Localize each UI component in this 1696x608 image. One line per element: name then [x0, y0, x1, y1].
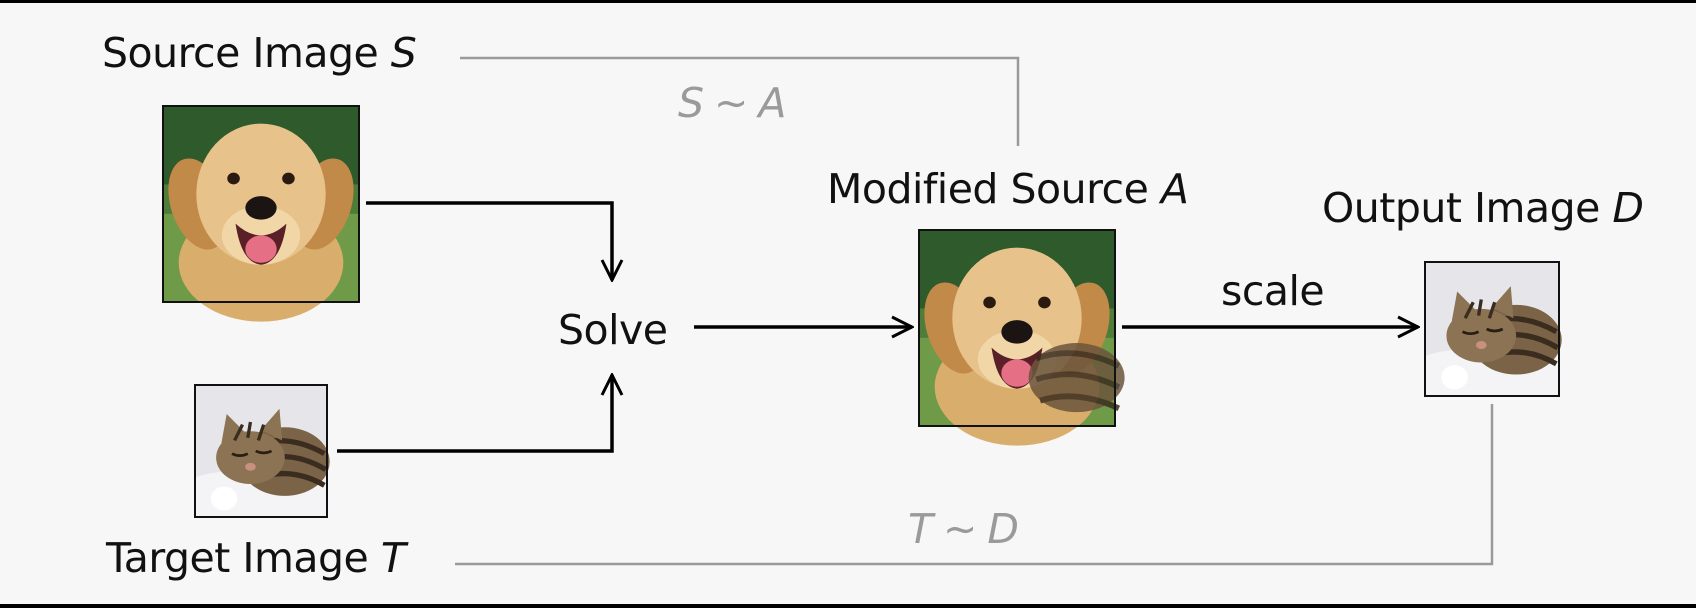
- relation-t-d-right: D: [987, 505, 1019, 553]
- output-image-var: D: [1612, 184, 1644, 232]
- relation-t-d-label: T∼D: [908, 505, 1019, 553]
- relation-line-t-d: [455, 404, 1494, 566]
- target-image-label: Target Image T: [106, 534, 406, 582]
- source-image: [157, 105, 365, 322]
- relation-s-a-label: S∼A: [678, 79, 786, 127]
- output-image-label-text: Output Image: [1322, 184, 1613, 232]
- relation-s-a-left: S: [678, 79, 705, 127]
- source-image-label-text: Source Image: [102, 29, 391, 77]
- target-image: [195, 385, 330, 517]
- scale-edge-label: scale: [1221, 267, 1325, 315]
- modified-source-var: A: [1160, 165, 1189, 213]
- relation-line-s-a: [460, 56, 1020, 146]
- source-image-var: S: [390, 29, 417, 77]
- solve-label: Solve: [558, 306, 668, 354]
- modified-source-image: [913, 229, 1125, 446]
- output-image-label: Output Image D: [1322, 184, 1644, 232]
- relation-s-a-right: A: [758, 79, 787, 127]
- modified-source-label-text: Modified Source: [827, 165, 1161, 213]
- target-image-var: T: [380, 534, 406, 582]
- output-image: [1425, 262, 1562, 396]
- target-image-label-text: Target Image: [106, 534, 381, 582]
- diagram-svg: [157, 56, 1696, 566]
- source-image-label: Source Image S: [102, 29, 417, 77]
- diagram-canvas: Source Image S Target Image T Solve Modi…: [0, 3, 1696, 604]
- arrow-target-to-solve: [337, 375, 612, 453]
- arrow-source-to-solve: [366, 201, 612, 280]
- relation-t-d-op: ∼: [943, 505, 978, 553]
- modified-source-label: Modified Source A: [827, 165, 1189, 213]
- relation-s-a-op: ∼: [714, 79, 749, 127]
- relation-t-d-left: T: [908, 505, 934, 553]
